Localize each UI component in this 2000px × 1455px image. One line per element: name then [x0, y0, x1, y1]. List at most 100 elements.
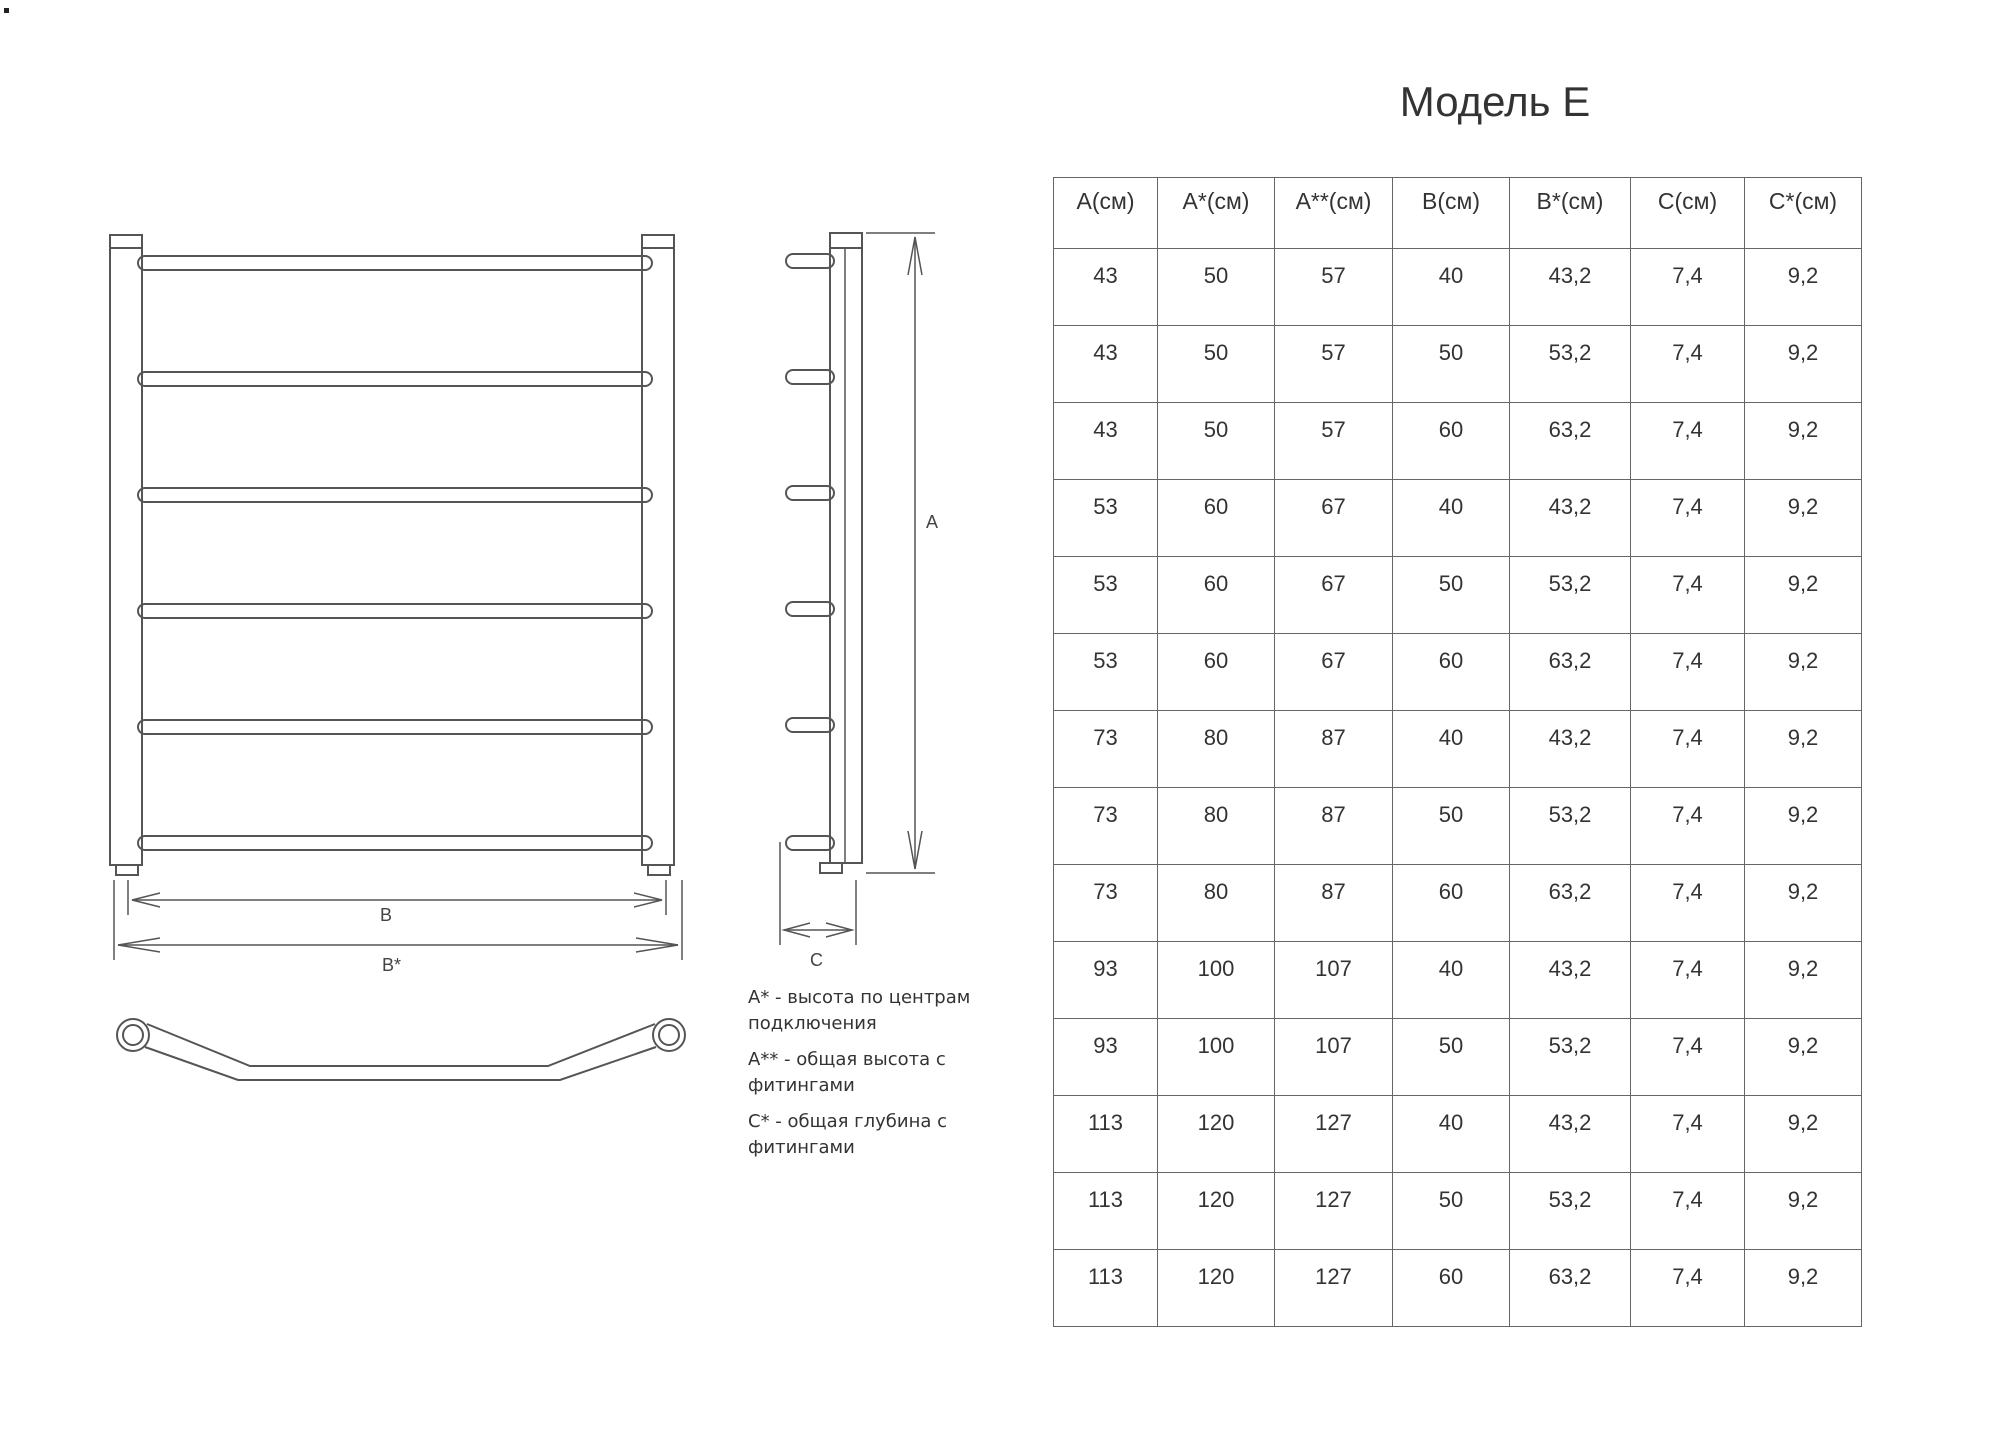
- table-cell: 107: [1274, 1018, 1393, 1096]
- table-cell: 120: [1157, 1095, 1275, 1173]
- table-cell: 43,2: [1509, 1095, 1631, 1173]
- table-cell: 113: [1053, 1172, 1158, 1250]
- table-cell: 9,2: [1744, 325, 1862, 403]
- table-cell: 53: [1053, 556, 1158, 634]
- table-cell: 67: [1274, 633, 1393, 711]
- table-cell: 67: [1274, 479, 1393, 557]
- dimension-label-b: B: [380, 905, 393, 925]
- rung: [137, 371, 653, 387]
- table-cell: 9,2: [1744, 1249, 1862, 1327]
- table-cell: 57: [1274, 402, 1393, 480]
- table-cell: 73: [1053, 710, 1158, 788]
- dimensions-table: A(см)A*(см)A**(см)B(см)B*(см)C(см)C*(см)…: [1053, 177, 1862, 1327]
- side-stubs: [785, 253, 835, 851]
- table-cell: 127: [1274, 1249, 1393, 1327]
- table-cell: 73: [1053, 787, 1158, 865]
- table-cell: 87: [1274, 710, 1393, 788]
- right-post: [641, 234, 675, 866]
- table-cell: 127: [1274, 1172, 1393, 1250]
- table-cell: 50: [1392, 1172, 1510, 1250]
- table-cell: 7,4: [1630, 479, 1745, 557]
- left-post: [109, 234, 143, 866]
- scan-mark: [4, 8, 9, 13]
- table-cell: 63,2: [1509, 864, 1631, 942]
- table-cell: 87: [1274, 787, 1393, 865]
- front-view: [109, 234, 683, 960]
- table-cell: 100: [1157, 941, 1275, 1019]
- table-cell: 53,2: [1509, 1172, 1631, 1250]
- table-cell: 73: [1053, 864, 1158, 942]
- table-cell: 50: [1157, 325, 1275, 403]
- table-cell: 53,2: [1509, 787, 1631, 865]
- table-cell: 43: [1053, 402, 1158, 480]
- table-cell: 7,4: [1630, 941, 1745, 1019]
- table-cell: 43,2: [1509, 941, 1631, 1019]
- table-cell: 120: [1157, 1172, 1275, 1250]
- column-header: A**(см): [1274, 177, 1393, 249]
- table-cell: 53,2: [1509, 556, 1631, 634]
- column-header: C*(см): [1744, 177, 1862, 249]
- table-cell: 93: [1053, 941, 1158, 1019]
- dimension-label-a: A: [926, 512, 939, 532]
- rung: [137, 487, 653, 503]
- table-cell: 7,4: [1630, 633, 1745, 711]
- table-cell: 50: [1392, 787, 1510, 865]
- table-cell: 9,2: [1744, 248, 1862, 326]
- table-cell: 60: [1157, 633, 1275, 711]
- table-cell: 7,4: [1630, 787, 1745, 865]
- side-post: [829, 232, 863, 864]
- table-cell: 107: [1274, 941, 1393, 1019]
- note-c-star: C* - общая глубина с фитингами: [748, 1111, 947, 1158]
- table-cell: 7,4: [1630, 402, 1745, 480]
- table-cell: 43: [1053, 325, 1158, 403]
- side-view: [779, 232, 935, 945]
- column-header: B(см): [1392, 177, 1510, 249]
- table-cell: 9,2: [1744, 1018, 1862, 1096]
- rung: [137, 255, 653, 271]
- table-cell: 7,4: [1630, 710, 1745, 788]
- table-cell: 80: [1157, 787, 1275, 865]
- table-cell: 53,2: [1509, 325, 1631, 403]
- table-cell: 63,2: [1509, 1249, 1631, 1327]
- table-cell: 63,2: [1509, 402, 1631, 480]
- table-cell: 43,2: [1509, 710, 1631, 788]
- table-cell: 53: [1053, 479, 1158, 557]
- table-cell: 40: [1392, 479, 1510, 557]
- table-cell: 50: [1392, 1018, 1510, 1096]
- table-cell: 43,2: [1509, 248, 1631, 326]
- table-cell: 50: [1392, 556, 1510, 634]
- table-cell: 50: [1157, 248, 1275, 326]
- table-cell: 63,2: [1509, 633, 1631, 711]
- table-cell: 7,4: [1630, 1095, 1745, 1173]
- table-cell: 53,2: [1509, 1018, 1631, 1096]
- table-cell: 7,4: [1630, 1249, 1745, 1327]
- table-cell: 40: [1392, 1095, 1510, 1173]
- rung: [137, 719, 653, 735]
- column-header: A*(см): [1157, 177, 1275, 249]
- dimension-label-c: C: [810, 950, 823, 970]
- table-cell: 113: [1053, 1095, 1158, 1173]
- table-cell: 7,4: [1630, 1018, 1745, 1096]
- table-cell: 7,4: [1630, 1172, 1745, 1250]
- rung: [137, 835, 653, 851]
- table-cell: 60: [1157, 479, 1275, 557]
- table-cell: 100: [1157, 1018, 1275, 1096]
- table-cell: 80: [1157, 864, 1275, 942]
- table-cell: 60: [1392, 864, 1510, 942]
- table-cell: 9,2: [1744, 479, 1862, 557]
- table-cell: 80: [1157, 710, 1275, 788]
- table-cell: 50: [1157, 402, 1275, 480]
- table-cell: 120: [1157, 1249, 1275, 1327]
- note-a-star: A* - высота по центрам подключения: [748, 987, 971, 1034]
- table-cell: 9,2: [1744, 633, 1862, 711]
- table-cell: 40: [1392, 248, 1510, 326]
